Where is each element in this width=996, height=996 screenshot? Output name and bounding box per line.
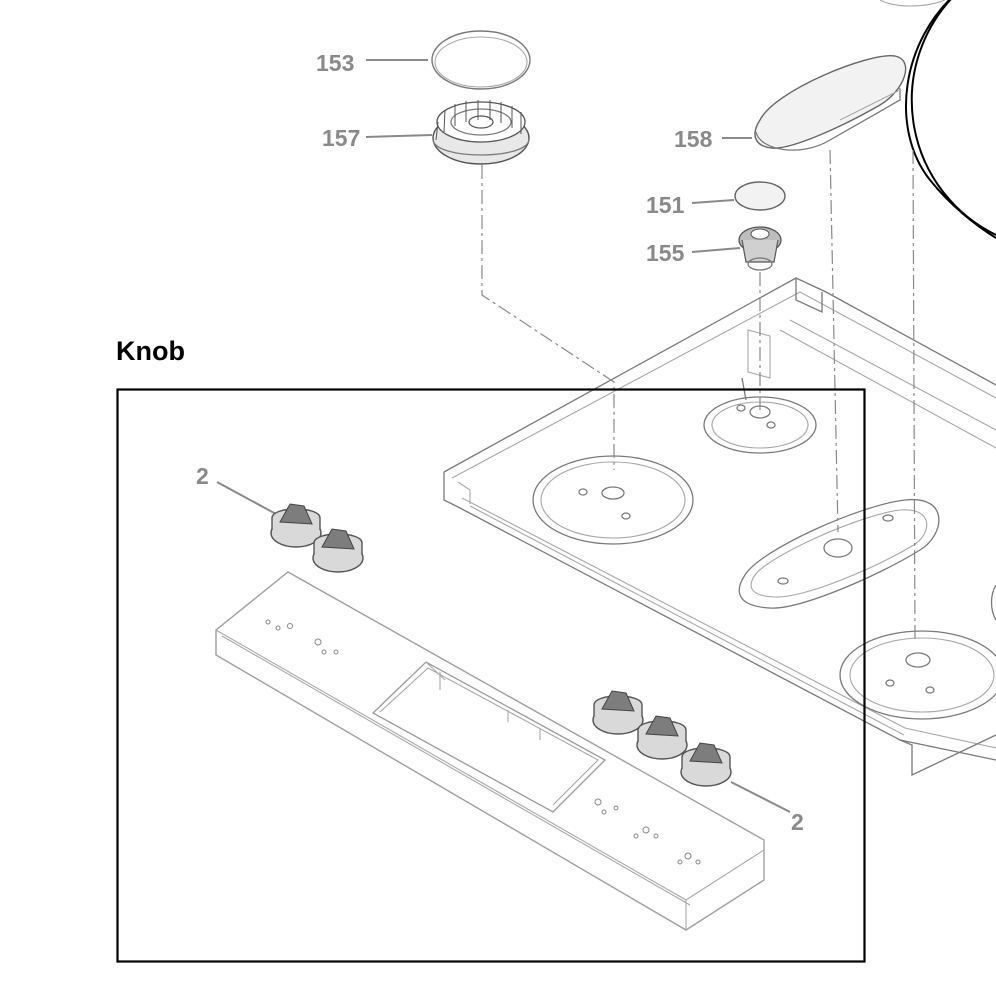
burner-well-left: [532, 455, 694, 545]
centerlines: [481, 149, 916, 641]
burner-well-front-right: [839, 584, 996, 720]
burner-cap-151: [734, 181, 786, 211]
knob-3: [592, 690, 644, 735]
burner-well-oval: [738, 499, 940, 609]
detail-circle: [879, 0, 996, 239]
burner-cap-158: [754, 55, 907, 151]
control-panel: [215, 571, 765, 931]
knob-2: [312, 528, 364, 573]
callout-2-top: 2: [196, 463, 209, 489]
knob-1: [270, 503, 322, 548]
knob-5: [680, 742, 732, 787]
callout-157: 157: [322, 125, 360, 151]
callout-153: 153: [316, 50, 354, 76]
callout-151: 151: [646, 192, 685, 218]
burner-cap-153: [431, 30, 531, 90]
burner-head-155: [738, 226, 782, 271]
knob-section-frame: [116, 388, 866, 963]
callout-155: 155: [646, 240, 685, 266]
callout-2-bottom: 2: [791, 809, 804, 835]
knob-4: [636, 715, 688, 760]
burner-head-157: [432, 100, 530, 165]
cooktop-frame: [443, 277, 996, 777]
callout-leaders: [216, 59, 791, 813]
callout-158: 158: [674, 126, 713, 152]
panel-marks: [265, 619, 701, 865]
section-title: Knob: [116, 336, 185, 366]
